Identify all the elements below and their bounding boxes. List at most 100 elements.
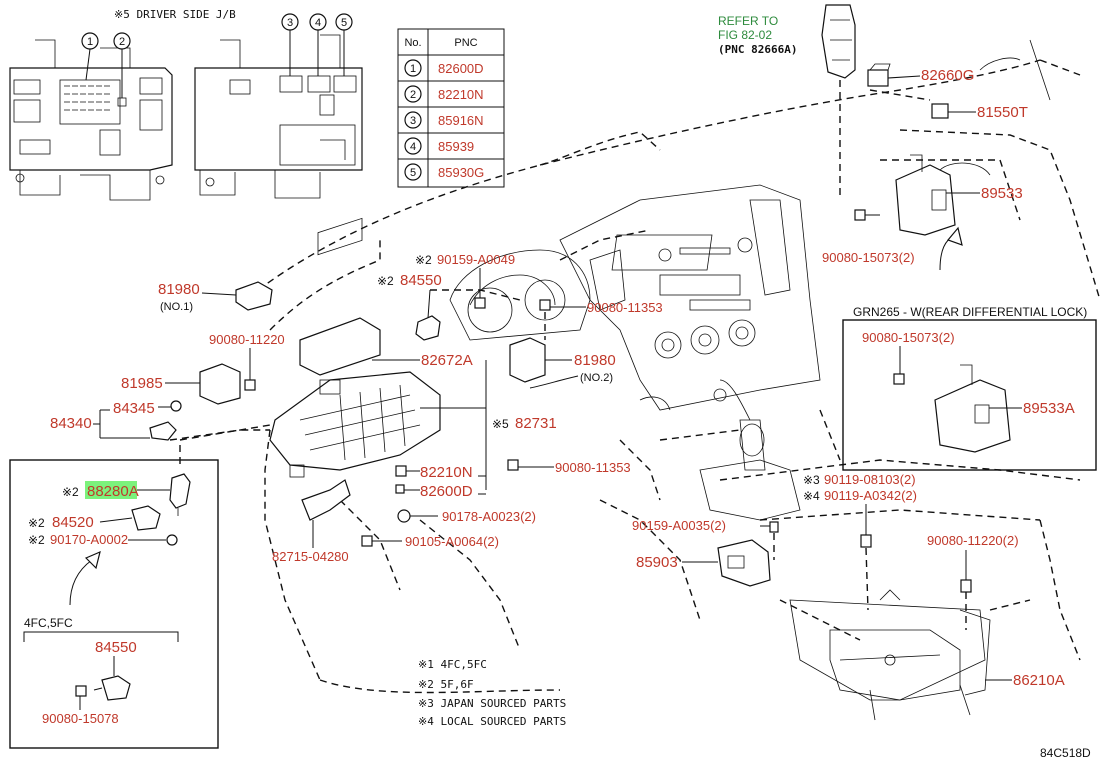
label-90159-a0049: 90159-A0049 [437, 252, 515, 267]
svg-text:82210N: 82210N [438, 87, 484, 102]
relay-82660g-drawing [867, 63, 931, 101]
bolt-90080-15073-drawing [854, 209, 880, 221]
switch-84340-drawing [93, 400, 271, 441]
arrow-head-89533 [946, 226, 963, 246]
jb-marker-3: 3 [281, 13, 299, 76]
label-90105: 90105-A0064(2) [405, 534, 499, 549]
sensor-81985-drawing [165, 363, 241, 405]
bolt-90159-a0049-drawing [474, 268, 486, 309]
svg-text:※4: ※4 [803, 489, 820, 503]
note-3: ※3 JAPAN SOURCED PARTS [418, 697, 566, 710]
label-84345: 84345 [113, 400, 155, 417]
svg-text:※5: ※5 [492, 417, 509, 431]
washer-90170-drawing [128, 534, 178, 546]
ecu-89533-drawing [895, 154, 980, 236]
label-85903: 85903 [636, 554, 678, 571]
label-82731: 82731 [515, 415, 557, 432]
label-90119-08103: 90119-08103(2) [824, 472, 916, 487]
label-81985: 81985 [121, 375, 163, 392]
svg-text:REFER TO: REFER TO [718, 14, 778, 28]
pnc-header-no: No. [404, 37, 421, 49]
leader-no2 [529, 375, 579, 389]
pnc-row: 4 85939 [404, 137, 474, 155]
diagram-code: 84C518D [1040, 746, 1091, 760]
pnc-row: 1 82600D [404, 59, 484, 77]
label-82600d: 82600D [420, 483, 473, 500]
sensor-84550-left-drawing [75, 656, 131, 710]
svg-text:3: 3 [287, 17, 293, 29]
instrument-panel-drawing [169, 39, 1101, 721]
bolt-90080-11353-mid-drawing [507, 459, 554, 471]
label-no2: (NO.2) [580, 372, 613, 384]
label-90159-a0035: 90159-A0035(2) [632, 518, 726, 533]
label-82672a: 82672A [421, 352, 473, 369]
switch-84520-drawing [99, 505, 161, 531]
svg-text:3: 3 [410, 115, 416, 127]
arrow-up-left-box [69, 559, 93, 606]
grn265-title: GRN265 - W(REAR DIFFERENTIAL LOCK) [853, 305, 1087, 319]
svg-text:85930G: 85930G [438, 165, 484, 180]
label-82715: 82715-04280 [272, 549, 349, 564]
svg-text:5: 5 [410, 167, 416, 179]
svg-text:2: 2 [119, 36, 125, 48]
label-84550: 84550 [400, 272, 442, 289]
svg-text:2: 2 [410, 89, 416, 101]
highlight-88280a [85, 481, 137, 499]
jb-markers: 1 2 3 4 5 [81, 13, 353, 107]
relay-81550t-drawing [931, 103, 976, 119]
bolt-90119-drawing [860, 504, 872, 611]
label-84550-left: 84550 [95, 639, 137, 656]
pnc-row: 5 85930G [404, 163, 484, 181]
svg-text:(PNC 82666A): (PNC 82666A) [718, 43, 797, 56]
harness-bracket-drawing [821, 4, 856, 200]
svg-text:※2: ※2 [415, 253, 432, 267]
label-84340: 84340 [50, 415, 92, 432]
bolt-90080-11353-top-drawing [539, 299, 586, 340]
jb-marker-1: 1 [81, 32, 99, 81]
svg-text:1: 1 [410, 63, 416, 75]
sub-title-4fc-5fc: 4FC,5FC [24, 616, 73, 630]
relay-81980-no1-drawing [201, 281, 273, 311]
refer-note: REFER TO FIG 82-02 (PNC 82666A) [718, 14, 797, 56]
notes: ※1 4FC,5FC ※2 5F,6F ※3 JAPAN SOURCED PAR… [418, 658, 566, 728]
svg-text:85916N: 85916N [438, 113, 484, 128]
label-81980-no2: 81980 [574, 352, 616, 369]
bolt-90080-11220-drawing [244, 348, 256, 391]
junction-block-82672a-drawing [299, 217, 420, 376]
grn265-part-label: 89533A [1023, 400, 1075, 417]
svg-text:※3: ※3 [803, 473, 820, 487]
label-no1: (NO.1) [160, 301, 193, 313]
relay-81980-no2-drawing [509, 337, 572, 383]
junction-block-main-drawing [269, 360, 487, 490]
label-86210a: 86210A [1013, 672, 1065, 689]
bolt-90105-drawing [361, 535, 402, 547]
label-90080-15073: 90080-15073(2) [822, 250, 915, 265]
label-81550t: 81550T [977, 104, 1028, 121]
svg-text:※2: ※2 [28, 533, 45, 547]
driver-side-jb-drawing: ※5 DRIVER SIDE J/B [9, 8, 363, 201]
grn265-bolt-label: 90080-15073(2) [862, 330, 955, 345]
label-81980-no1: 81980 [158, 281, 200, 298]
label-90080-11220: 90080-11220 [209, 332, 285, 347]
label-82660g: 82660G [921, 67, 974, 84]
label-90170: 90170-A0002 [50, 532, 128, 547]
svg-text:1: 1 [87, 36, 93, 48]
jb-marker-2: 2 [113, 32, 131, 107]
label-89533: 89533 [981, 185, 1023, 202]
sensor-84550-drawing [415, 289, 441, 341]
label-84520: 84520 [52, 514, 94, 531]
jb-marker-4: 4 [309, 13, 327, 76]
note-1: ※1 4FC,5FC [418, 658, 487, 671]
label-90080-11353-mid: 90080-11353 [555, 460, 631, 475]
note-2: ※2 5F,6F [418, 678, 474, 691]
relay-82210n-drawing [395, 465, 420, 477]
fuse-82600d-drawing [395, 484, 420, 494]
pnc-row: 2 82210N [404, 85, 484, 103]
bracket-82210n-82600d [478, 475, 486, 495]
jb-title: ※5 DRIVER SIDE J/B [114, 8, 236, 21]
left-box: ※2 88280A ※2 84520 ※2 90170-A0002 4FC,5F… [9, 445, 219, 749]
svg-text:FIG 82-02: FIG 82-02 [718, 28, 772, 42]
label-90080-15078: 90080-15078 [42, 711, 119, 726]
